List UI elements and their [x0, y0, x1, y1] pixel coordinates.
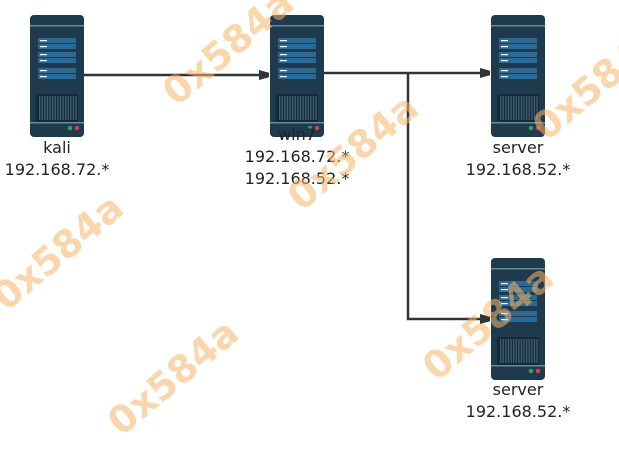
server-icon: [270, 15, 324, 137]
server-icon: [491, 258, 545, 380]
node-ip: 192.168.72.*: [4, 160, 110, 179]
node-ip: 192.168.52.*: [244, 169, 350, 188]
edge-win7-server2: [406, 73, 489, 319]
server-icon: [30, 15, 84, 137]
node-ip: 192.168.52.*: [465, 160, 571, 179]
node-ip: 192.168.52.*: [465, 402, 571, 421]
node-name: kali: [43, 138, 71, 157]
node-name: server: [492, 380, 544, 399]
server-icon: [491, 15, 545, 137]
node-ip: 192.168.72.*: [244, 147, 350, 166]
node-name: win7: [278, 125, 316, 144]
node-name: server: [492, 138, 544, 157]
